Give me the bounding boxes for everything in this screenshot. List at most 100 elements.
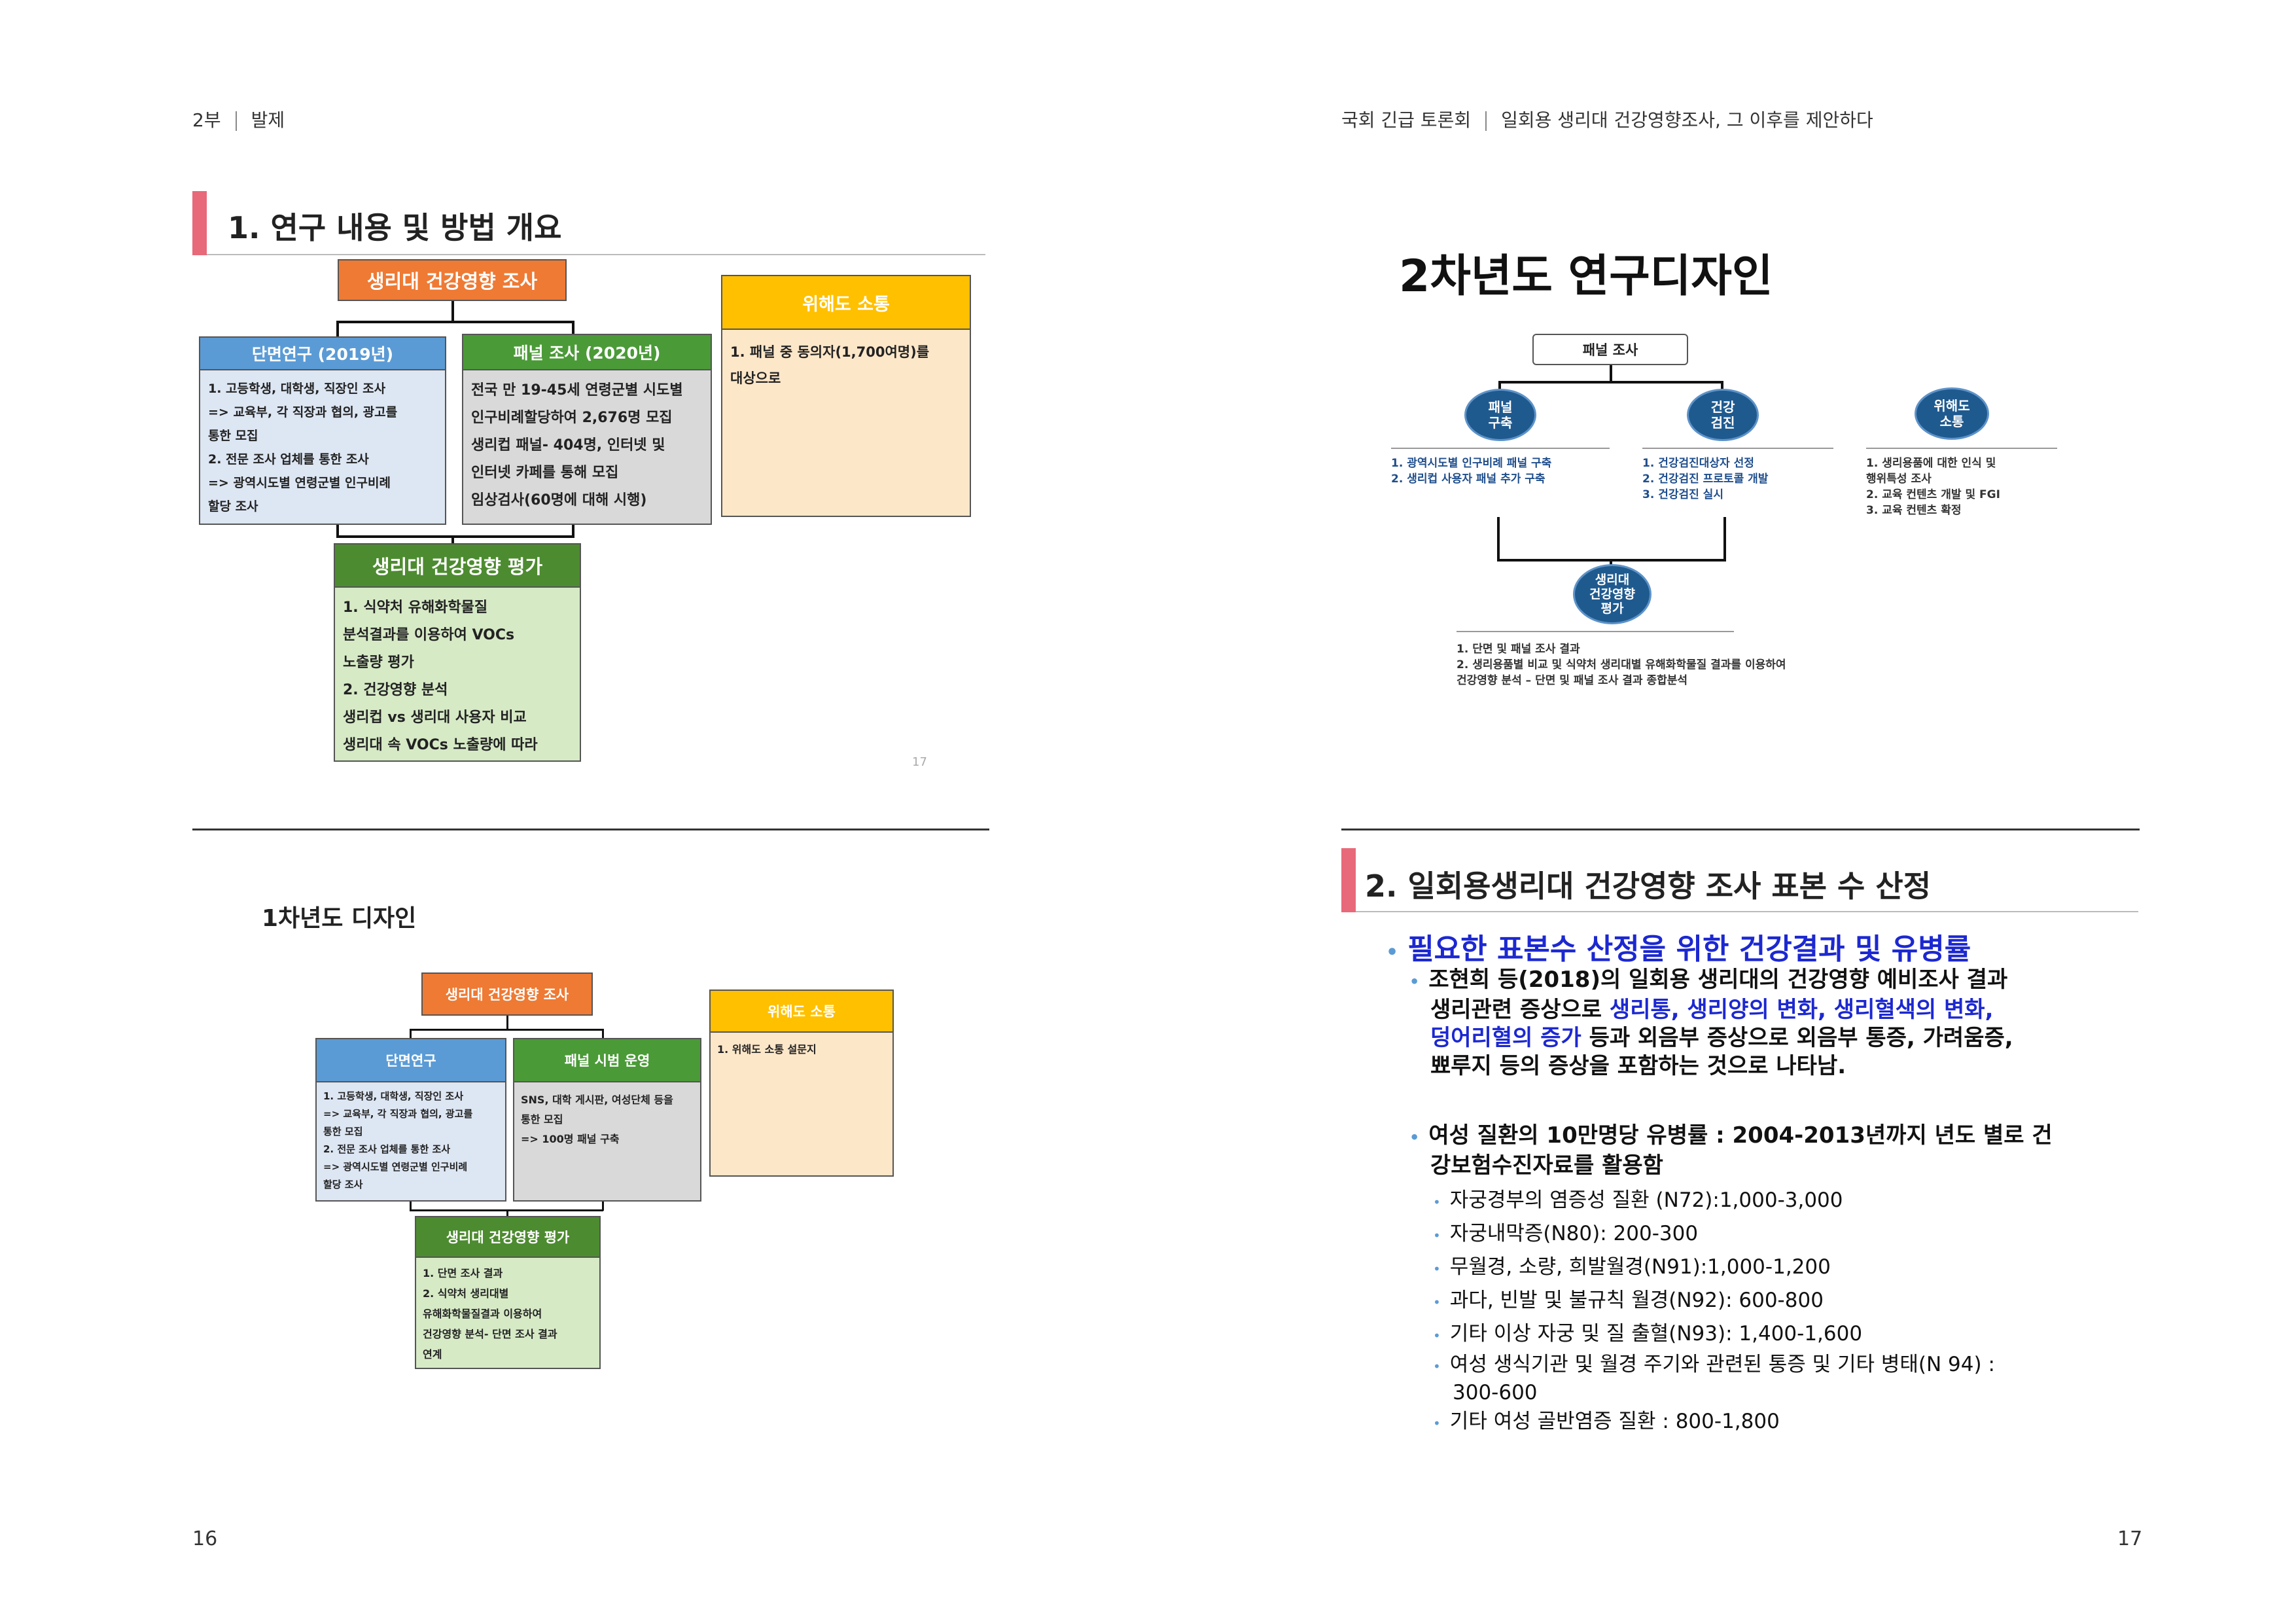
list-item: 1. 식약처 유해화학물질 [343,599,488,616]
panel-survey-header: 패널 조사 (2020년) [462,334,712,370]
slide-title: 2. 일회용생리대 건강영향 조사 표본 수 산정 [1365,868,1932,904]
list-item-text: 기타 이상 자궁 및 질 출혈(N93): 1,400-1,600 [1449,1322,1863,1346]
list-item: 1. 건강검진대상자 선정 [1642,457,1754,470]
list-item-continuation: 300-600 [1453,1381,1538,1404]
risk-communication-header: 위해도 소통 [709,990,894,1033]
prevalence-list: •자궁경부의 염증성 질환 (N72):1,000-3,000 •자궁내막증(N… [1433,1185,1995,1439]
list-item: 인구비례할당하여 2,676명 모집 [471,410,673,426]
paragraph-line: 등과 외음부 증상으로 외음부 통증, 가려움증, [1581,1025,2013,1051]
header-separator [1485,111,1487,131]
header-topic: 일회용 생리대 건강영향조사, 그 이후를 제안하다 [1501,109,1873,131]
connector [1721,381,1723,391]
list-item: => 100명 패널 구축 [521,1133,620,1145]
divider [1642,448,1833,449]
list-item: 2. 식약처 생리대별 [423,1287,509,1300]
paragraph-line: 조현희 등(2018)의 일회용 생리대의 건강영향 예비조사 결과 [1428,967,2008,993]
slide-number: 17 [912,755,927,769]
list-item: => 교육부, 각 직장과 협의, 광고를 [323,1108,473,1120]
list-item: 2. 교육 컨텐츠 개발 및 FGI [1866,488,2000,501]
list-item: SNS, 대학 게시판, 여성단체 등을 [521,1094,673,1106]
list-item: 할당 조사 [323,1179,363,1190]
bullet-dot: • [1409,972,1420,991]
connector [572,525,574,538]
node-label: 생리대 건강영향 평가 [1589,573,1635,616]
slide-divider [192,829,989,830]
list-item: 생리대 속 VOCs 노출량에 따라 [343,737,538,753]
highlight-symptoms: 덩어리혈의 증가 [1430,1025,1581,1051]
connector [336,525,339,538]
connector [602,1029,604,1038]
list-item: 2. 생리용품별 비교 및 식약처 생리대별 유해화학물질 결과를 이용하여 [1457,658,1786,671]
connector [506,1016,508,1030]
list-item: 통한 모집 [521,1113,563,1126]
health-check-node: 건강 검진 [1687,389,1759,441]
node-label: 건강 검진 [1710,399,1735,431]
paragraph-line: 강보험수진자료를 활용함 [1430,1152,1663,1179]
list-item: 3. 교육 컨텐츠 확정 [1866,504,1962,517]
panel-build-list: 1. 광역시도별 인구비례 패널 구축 2. 생리컵 사용자 패널 추가 구축 [1391,455,1551,487]
title-underline [1356,911,2138,912]
panel-build-node: 패널 구축 [1464,389,1536,441]
main-bullet: •필요한 표본수 산정을 위한 건강결과 및 유병률 [1386,925,1971,967]
list-item: 전국 만 19-45세 연령군별 시도별 [471,382,683,399]
health-eval-list: 1. 단면 및 패널 조사 결과 2. 생리용품별 비교 및 식약처 생리대별 … [1457,641,1786,688]
list-item: •자궁경부의 염증성 질환 (N72):1,000-3,000 [1433,1185,1995,1218]
page-number-right: 17 [2117,1527,2143,1550]
node-label: 위해도 소통 [1934,398,1970,429]
list-item: 2. 전문 조사 업체를 통한 조사 [208,452,369,467]
highlight-symptoms: 생리통, 생리양의 변화, 생리혈색의 변화, [1609,997,1994,1023]
connector [1723,517,1726,562]
connector [1497,517,1500,562]
prevalence-paragraph: •여성 질환의 10만명당 유병률 : 2004-2013년까지 년도 별로 건… [1409,1122,2136,1180]
cross-sectional-body: 1. 고등학생, 대학생, 직장인 조사 => 교육부, 각 직장과 협의, 광… [315,1081,506,1202]
connector [506,1209,508,1216]
slide-sample-size: 2. 일회용생리대 건강영향 조사 표본 수 산정 •필요한 표본수 산정을 위… [1341,848,2140,1450]
list-item: 건강영향 분석- 단면 조사 결과 [423,1328,557,1340]
panel-survey-body: 전국 만 19-45세 연령군별 시도별 인구비례할당하여 2,676명 모집 … [462,369,712,525]
list-item: •과다, 빈발 및 불규칙 월경(N92): 600-800 [1433,1285,1995,1318]
list-item: 2. 생리컵 사용자 패널 추가 구축 [1391,473,1545,486]
list-item: •기타 이상 자궁 및 질 출혈(N93): 1,400-1,600 [1433,1318,1995,1351]
slide-second-year-design: 2차년도 연구디자인 패널 조사 패널 구축 건강 검진 위해도 소통 1. 광… [1341,216,2140,779]
slide-research-overview: 1. 연구 내용 및 방법 개요 생리대 건강영향 조사 단면연구 (2019년… [192,191,989,793]
health-check-list: 1. 건강검진대상자 선정 2. 건강검진 프로토콜 개발 3. 건강검진 실시 [1642,455,1768,503]
slide-title: 2차년도 연구디자인 [1399,251,1773,302]
connector [1498,381,1723,383]
bullet-dot: • [1433,1228,1441,1243]
panel-survey-box: 패널 조사 [1532,334,1688,365]
list-item: 임상검사(60명에 대해 시행) [471,492,647,508]
list-item-text: 무월경, 소량, 희발월경(N91):1,000-1,200 [1449,1255,1831,1279]
list-item: 노출량 평가 [343,654,414,671]
risk-communication-header: 위해도 소통 [721,275,971,330]
list-item: •기타 여성 골반염증 질환 : 800-1,800 [1433,1406,1995,1439]
list-item: 통한 모집 [208,429,258,443]
list-item: 2. 건강영향 분석 [343,682,448,698]
title-accent-bar [1341,848,1356,912]
health-impact-eval-body: 1. 식약처 유해화학물질 분석결과를 이용하여 VOCs 노출량 평가 2. … [334,586,581,762]
health-impact-eval-header: 생리대 건강영향 평가 [334,543,581,588]
connector [1498,381,1501,391]
divider [1391,448,1610,449]
list-item: 1. 패널 중 동의자(1,700여명)를 [730,344,930,360]
title-underline [207,254,985,255]
header-section: 발제 [251,109,285,131]
connector [410,1029,412,1038]
slide-first-year-design: 1차년도 디자인 생리대 건강영향 조사 단면연구 1. 고등학생, 대학생, … [192,890,989,1387]
title-accent-bar [192,191,207,255]
list-item: 분석결과를 이용하여 VOCs [343,627,515,643]
header-separator [235,111,237,131]
list-item: 1. 고등학생, 대학생, 직장인 조사 [208,382,386,396]
bullet-dot: • [1433,1359,1441,1374]
prior-study-paragraph: •조현희 등(2018)의 일회용 생리대의 건강영향 예비조사 결과 생리관련… [1409,966,2136,1080]
list-item: 1. 위해도 소통 설문지 [717,1043,817,1056]
list-item: 1. 단면 조사 결과 [423,1267,503,1279]
list-item: 2. 건강검진 프로토콜 개발 [1642,473,1769,486]
cross-sectional-header: 단면연구 (2019년) [199,336,446,370]
list-item: •자궁내막증(N80): 200-300 [1433,1218,1995,1251]
list-item: 행위특성 조사 [1866,473,1932,486]
health-survey-box: 생리대 건강영향 조사 [421,972,593,1016]
health-impact-eval-body: 1. 단면 조사 결과 2. 식약처 생리대별 유해화학물질결과 이용하여 건강… [415,1257,601,1369]
list-item: 대상으로 [730,370,781,386]
list-item: 연계 [423,1348,442,1361]
